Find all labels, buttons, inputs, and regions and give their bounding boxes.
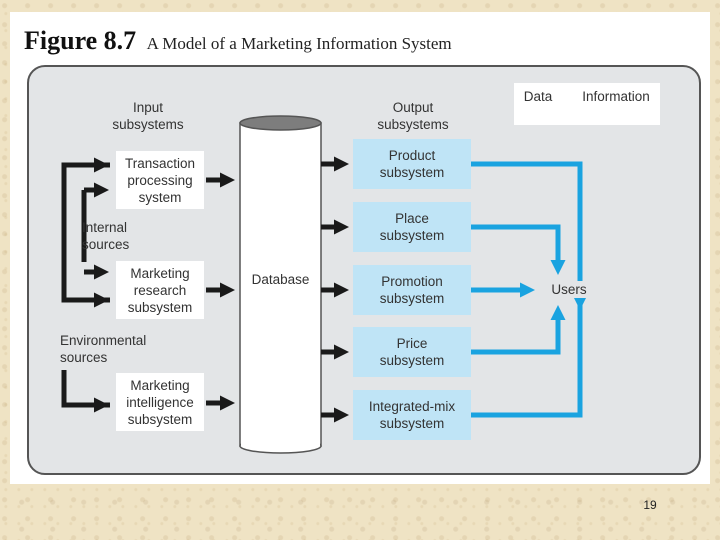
price-subsystem-box: Price subsystem — [353, 327, 471, 377]
place-subsystem-box: Place subsystem — [353, 202, 471, 252]
environmental-sources-label: Environmental sources — [60, 333, 147, 365]
transaction-processing-box: Transaction processing system — [116, 151, 204, 209]
output-subsystems-header: Output subsystems — [377, 100, 449, 132]
information-flow-lines — [471, 161, 588, 418]
legend-data-label: Data — [523, 89, 553, 104]
integrated-mix-subsystem-box: Integrated-mix subsystem — [353, 390, 471, 440]
data-flow-lines — [61, 162, 110, 408]
intelligence-source-line — [61, 370, 110, 408]
info-price-to-users — [471, 305, 566, 355]
database-label: Database — [251, 272, 310, 287]
product-subsystem-box: Product subsystem — [353, 139, 471, 189]
page-number: 19 — [643, 498, 657, 512]
database-cylinder — [239, 115, 322, 454]
marketing-research-box: Marketing research subsystem — [116, 261, 204, 319]
internal-sources-label: Internal sources — [82, 220, 130, 252]
legend — [514, 83, 660, 125]
users-label: Users — [544, 281, 594, 298]
legend-information-label: Information — [582, 89, 650, 104]
figure-number: Figure 8.7 — [24, 26, 137, 55]
info-place-to-users — [471, 224, 566, 275]
figure-caption: A Model of a Marketing Information Syste… — [146, 34, 452, 53]
info-product-to-users — [471, 161, 588, 310]
figure-heading: Figure 8.7 A Model of a Marketing Inform… — [24, 26, 452, 56]
input-subsystems-header: Input subsystems — [112, 100, 184, 132]
info-integrated-to-users — [471, 305, 583, 418]
marketing-intelligence-box: Marketing intelligence subsystem — [116, 373, 204, 431]
promotion-subsystem-box: Promotion subsystem — [353, 265, 471, 315]
